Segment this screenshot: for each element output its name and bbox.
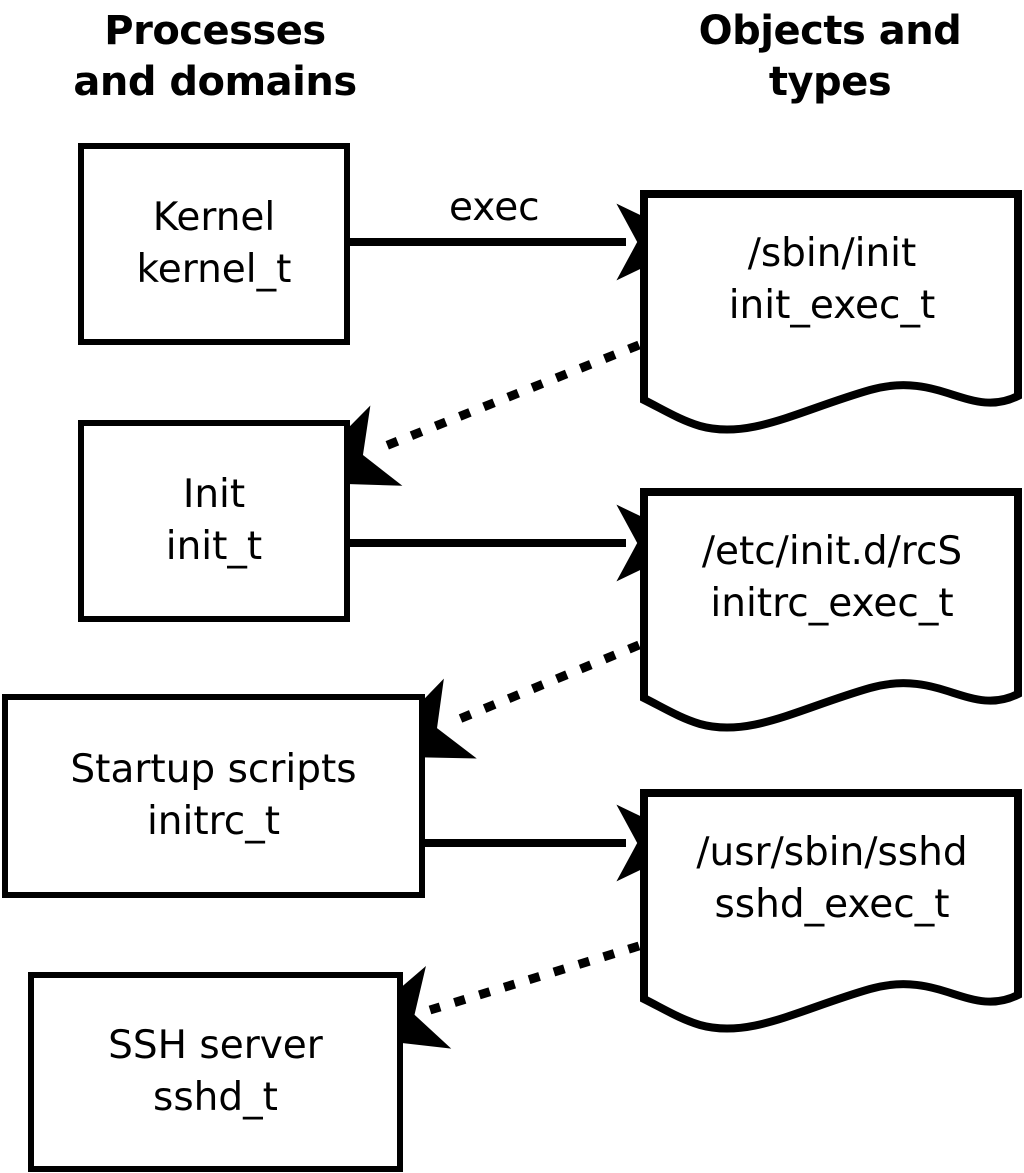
- process-box-kernel[interactable]: Kernel kernel_t: [78, 143, 350, 345]
- column-header-objects-and-types: Objects and types: [698, 8, 962, 106]
- document-shape-icon: [640, 190, 1022, 434]
- edge-initrc-exec-transition: [368, 640, 641, 759]
- object-document-sbin-init[interactable]: /sbin/init init_exec_t: [640, 190, 1024, 440]
- document-shape-icon: [640, 789, 1022, 1033]
- process-title-init: Init: [182, 472, 246, 518]
- process-type-ssh-server: sshd_t: [153, 1075, 278, 1120]
- process-title-startup-scripts: Startup scripts: [70, 747, 357, 793]
- process-type-init: init_t: [165, 524, 263, 569]
- document-shape-icon: [640, 488, 1022, 732]
- edge-init-exec-transition: [294, 340, 641, 486]
- object-document-etc-init-d-rcs[interactable]: /etc/init.d/rcS initrc_exec_t: [640, 488, 1024, 738]
- process-title-ssh-server: SSH server: [108, 1023, 323, 1069]
- edge-label-exec: exec: [449, 185, 540, 230]
- process-title-kernel: Kernel: [152, 195, 276, 241]
- column-header-processes-and-domains: Processes and domains: [73, 8, 357, 106]
- object-document-usr-sbin-sshd[interactable]: /usr/sbin/sshd sshd_exec_t: [640, 789, 1024, 1039]
- edge-sshd-exec-transition: [343, 941, 641, 1049]
- process-box-startup-scripts[interactable]: Startup scripts initrc_t: [2, 694, 425, 898]
- process-box-init[interactable]: Init init_t: [78, 420, 350, 622]
- process-type-startup-scripts: initrc_t: [146, 799, 281, 844]
- process-box-ssh-server[interactable]: SSH server sshd_t: [28, 972, 403, 1172]
- process-type-kernel: kernel_t: [136, 247, 292, 292]
